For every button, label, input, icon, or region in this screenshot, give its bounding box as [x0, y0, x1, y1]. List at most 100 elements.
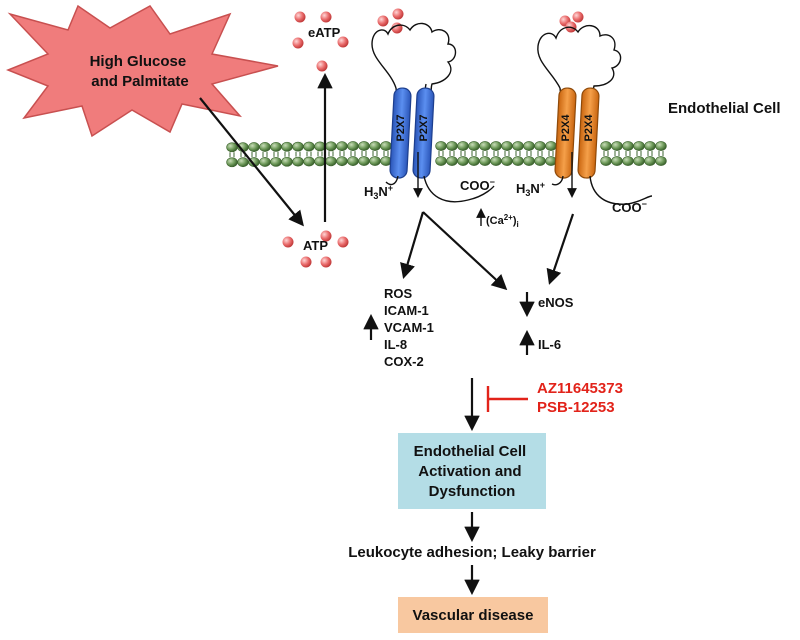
lipid-head: [226, 142, 238, 153]
lipid-head: [314, 141, 326, 152]
p2x7-receptor: P2X7 P2X7: [371, 22, 495, 203]
lipid-head: [435, 156, 447, 166]
cell-membrane: [226, 141, 667, 168]
lipid-head: [534, 141, 546, 151]
lipid-head: [435, 141, 447, 151]
p2x7-helix-label-1: P2X7: [395, 115, 407, 142]
marker-il8: IL-8: [384, 337, 407, 352]
lipid-head: [369, 156, 381, 166]
lipid-head: [501, 156, 513, 166]
p2x4-receptor: P2X4 P2X4: [537, 25, 653, 205]
lipid-head: [633, 156, 645, 166]
lipid-head: [534, 156, 546, 166]
lipid-head: [512, 156, 524, 166]
lipid-head: [490, 141, 502, 151]
p2x4-helix-label-1: P2X4: [560, 114, 572, 142]
lipid-head: [303, 141, 315, 152]
disease-label: Vascular disease: [413, 607, 534, 624]
p2x4-to-markers-arrow: [546, 213, 575, 285]
lipid-head: [336, 156, 348, 167]
lipid-head: [325, 141, 337, 152]
marker-enos: eNOS: [538, 295, 574, 310]
lipid-head: [347, 141, 359, 151]
eatp-balls: [292, 11, 349, 72]
lipid-head: [446, 156, 458, 166]
lipid-head: [325, 156, 337, 167]
lipid-head: [457, 156, 469, 166]
lipid-head: [259, 157, 271, 167]
stimulus-label: High Glucose and Palmitate: [90, 53, 191, 90]
activation-box: [398, 433, 546, 509]
lipid-head: [523, 141, 535, 151]
marker-il6: IL-6: [538, 337, 561, 352]
lipid-head: [358, 156, 370, 166]
lipid-head: [501, 141, 513, 151]
lipid-head: [270, 141, 282, 152]
lipid-head: [545, 141, 557, 151]
lipid-head: [611, 156, 623, 166]
marker-cox2: COX-2: [384, 354, 424, 369]
p2x4-helix-label-2: P2X4: [583, 114, 595, 142]
lipid-head: [600, 141, 612, 151]
marker-icam1: ICAM-1: [384, 303, 429, 318]
lipid-head: [347, 156, 359, 166]
lipid-head: [303, 156, 315, 167]
lipid-head: [490, 156, 502, 166]
atp-label: ATP: [303, 238, 328, 253]
lipid-head: [248, 142, 260, 152]
receptor-atp-balls: [377, 8, 584, 34]
lipid-head: [457, 141, 469, 151]
outcome-label: Leukocyte adhesion; Leaky barrier: [348, 544, 596, 561]
lipid-head: [237, 157, 249, 168]
p2x7-c-terminus: COO−: [460, 177, 495, 193]
lipid-head: [655, 141, 667, 151]
activation-label: Endothelial Cell Activation and Dysfunct…: [414, 443, 531, 500]
lipid-head: [446, 141, 458, 151]
lipid-head: [622, 156, 634, 166]
atp-balls: [282, 230, 349, 268]
lipid-head: [380, 141, 392, 151]
lipid-head: [523, 156, 535, 166]
lipid-head: [622, 141, 634, 151]
endothelial-cell-label: Endothelial Cell: [668, 100, 781, 117]
lipid-head: [479, 156, 491, 166]
lipid-head: [292, 141, 304, 152]
inhibitor-psb12253: PSB-12253: [537, 399, 615, 416]
lipid-head: [468, 156, 480, 166]
lipid-head: [468, 141, 480, 151]
lipid-head: [655, 156, 667, 166]
p2x7-n-terminus: H3N+: [364, 183, 393, 201]
lipid-head: [479, 141, 491, 151]
disease-box: [398, 597, 548, 633]
lipid-head: [281, 156, 293, 167]
lipid-head: [644, 141, 656, 151]
to-right-markers-arrow: [422, 211, 508, 291]
lipid-head: [600, 156, 612, 166]
marker-ros: ROS: [384, 286, 413, 301]
inhibitor-az11645373: AZ11645373: [537, 380, 623, 397]
marker-vcam1: VCAM-1: [384, 320, 434, 335]
lipid-head: [633, 141, 645, 151]
lipid-head: [314, 156, 326, 167]
p2x4-n-terminus: H3N+: [516, 180, 545, 198]
lipid-head: [281, 141, 293, 152]
lipid-head: [336, 141, 348, 152]
eatp-label: eATP: [308, 25, 341, 40]
calcium-label: (Ca2+)i: [486, 213, 519, 229]
lipid-head: [611, 141, 623, 151]
lipid-head: [512, 141, 524, 151]
lipid-head: [358, 141, 370, 151]
lipid-head: [292, 156, 304, 167]
p2x4-c-terminus: COO−: [612, 199, 647, 215]
stimulus-starburst: High Glucose and Palmitate: [5, 4, 279, 138]
lipid-head: [369, 141, 381, 151]
to-left-markers-arrow: [400, 211, 425, 279]
lipid-head: [226, 157, 238, 168]
p2x7-helix-label-2: P2X7: [418, 115, 430, 142]
lipid-head: [259, 142, 271, 152]
lipid-head: [270, 156, 282, 167]
stimulus-to-atp-arrow: [199, 97, 304, 227]
lipid-head: [644, 156, 656, 166]
